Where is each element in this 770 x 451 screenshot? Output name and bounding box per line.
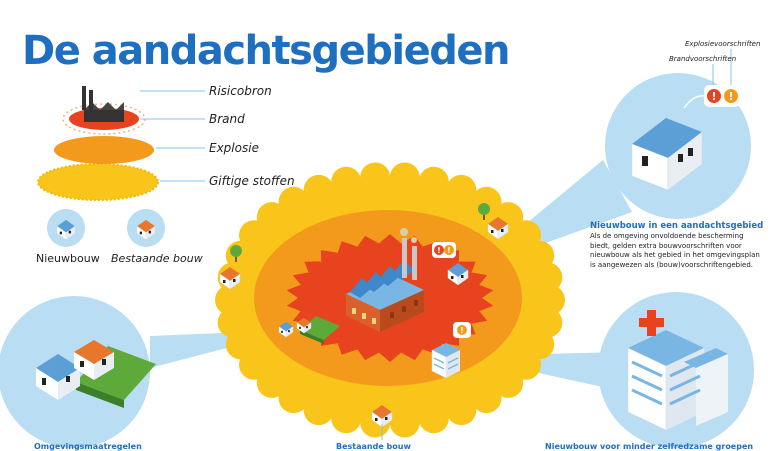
label-existing-build-bottom: Bestaande bouw	[336, 442, 411, 451]
fire-rules-label: Brandvoorschriften	[669, 55, 737, 63]
label-vulnerable-groups: Nieuwbouw voor minder zelfredzame groepe…	[545, 442, 754, 451]
warning-bubble-small: ! !	[432, 242, 456, 258]
info-heading: Nieuwbouw in een aandachtsgebied	[590, 221, 764, 231]
svg-text:!: !	[437, 246, 441, 255]
svg-text:!: !	[728, 90, 733, 103]
central-factory-icon	[346, 228, 424, 332]
explosion-rules-label: Explosievoorschriften	[685, 40, 761, 48]
legend-label-existing-build: Bestaande bouw	[111, 252, 203, 265]
legend-label-new-build: Nieuwbouw	[36, 252, 100, 265]
label-measures: Omgevingsmaatregelen	[34, 442, 142, 451]
hospital-small-icon	[431, 334, 460, 379]
new-build-detail-circle: ! !	[605, 49, 751, 219]
legend-label-explosion: Explosie	[209, 141, 259, 155]
vulnerable-groups-circle	[598, 292, 754, 448]
explosion-layer	[54, 136, 154, 164]
hospital-large-icon	[627, 310, 728, 431]
page-title: De aandachtsgebieden	[22, 28, 510, 74]
legend-label-toxic: Giftige stoffen	[209, 174, 295, 188]
svg-text:!: !	[447, 246, 451, 255]
svg-text:!: !	[711, 90, 716, 103]
warning-bubble-large: ! !	[704, 85, 740, 107]
factory-icon	[82, 86, 124, 122]
legend-diagram	[37, 86, 205, 201]
info-body: Als de omgeving onvoldoende bescherming …	[590, 232, 760, 269]
main-hazard-area: ! ! !	[215, 162, 565, 440]
toxic-layer	[37, 163, 159, 201]
measures-circle	[0, 296, 156, 448]
svg-text:!: !	[460, 326, 464, 335]
explosion-rules-warning-icon	[724, 89, 738, 103]
legend-label-risk-source: Risicobron	[209, 84, 272, 98]
legend-label-fire: Brand	[209, 112, 245, 126]
fire-rules-warning-icon	[707, 89, 721, 103]
warning-bubble-hospital: !	[453, 322, 471, 338]
